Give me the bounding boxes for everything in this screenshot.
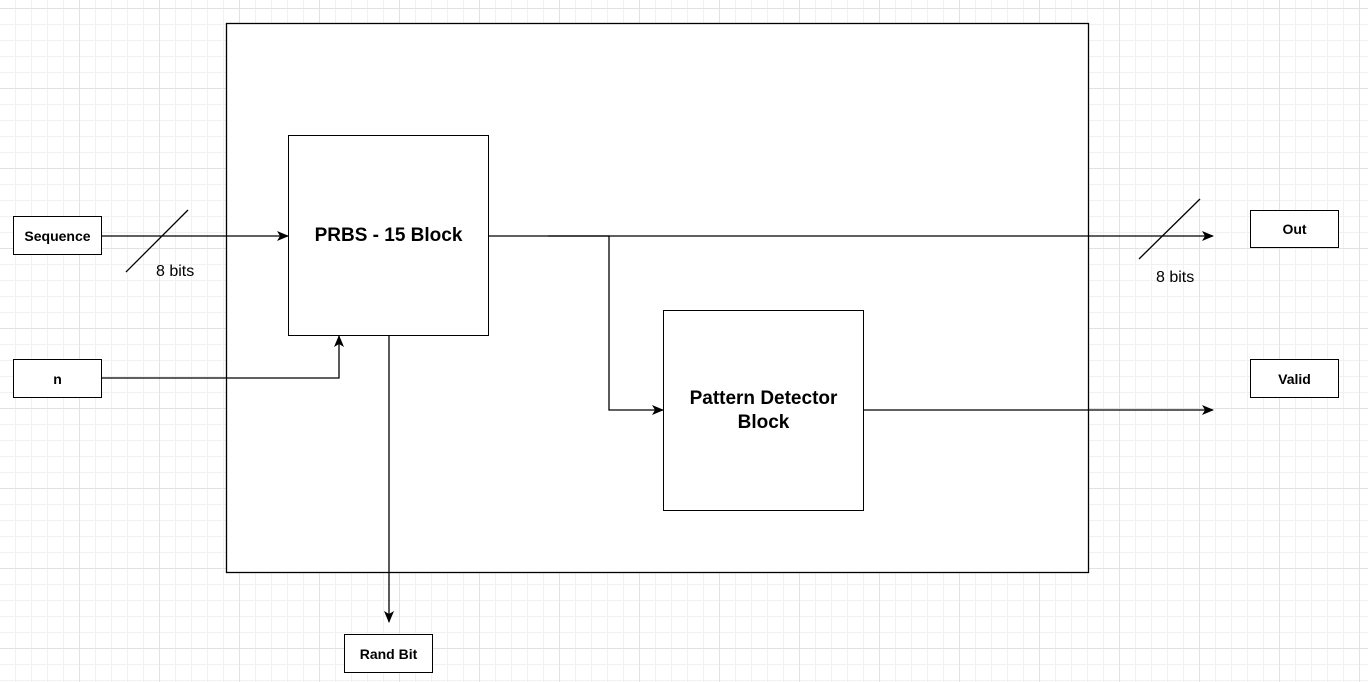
bus-slash-out [1138, 198, 1201, 260]
bus-slash-sequence [125, 209, 189, 273]
prbs-block-label: PRBS - 15 Block [314, 224, 463, 246]
input-n-label: n [53, 370, 62, 387]
output-rand-bit-label: Rand Bit [359, 645, 418, 662]
output-rand-bit: Rand Bit [344, 634, 433, 673]
out-bus-width-label: 8 bits [1156, 269, 1195, 286]
input-sequence-label: Sequence [24, 227, 91, 244]
input-sequence: Sequence [13, 216, 102, 255]
prbs-block: PRBS - 15 Block [288, 135, 489, 336]
pattern-detector-block: Pattern Detector Block [663, 310, 864, 511]
output-out-label: Out [1282, 221, 1307, 237]
sequence-bus-width-label: 8 bits [156, 263, 195, 280]
output-out: Out [1250, 210, 1339, 248]
input-n: n [13, 359, 102, 398]
output-valid-label: Valid [1278, 370, 1311, 387]
pattern-detector-block-label: Pattern Detector Block [689, 387, 838, 433]
output-valid: Valid [1250, 359, 1339, 398]
wire-prbs-to-pattern-detector [548, 235, 664, 415]
wire-n-to-prbs [101, 335, 344, 379]
